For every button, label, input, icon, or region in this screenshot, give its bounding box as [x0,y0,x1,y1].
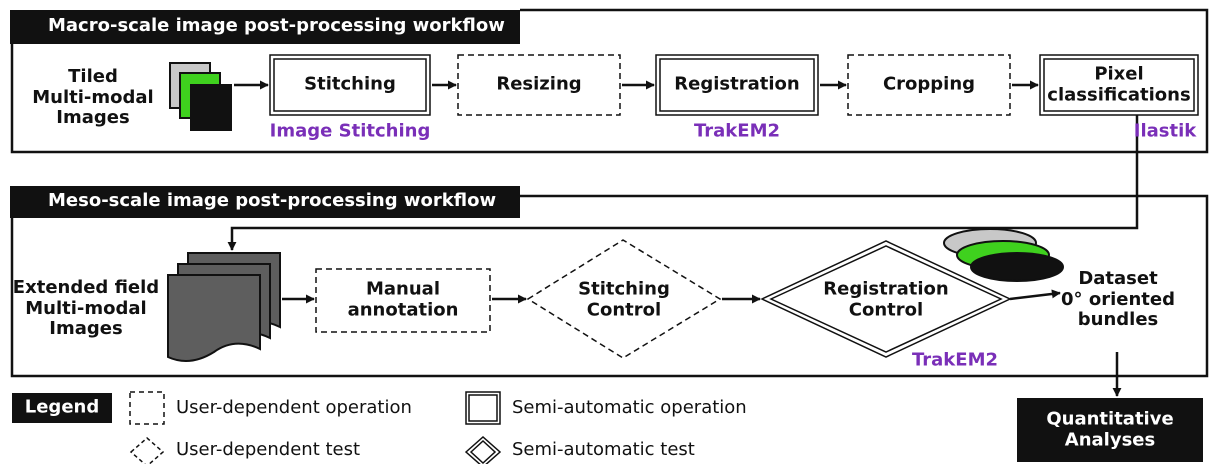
macro-input-label: Tiled Multi-modal Images [32,65,154,129]
step-resizing-label: Resizing [496,73,582,95]
legend-semi-test-icon [464,435,502,464]
legend-user-test-label: User-dependent test [176,439,361,460]
legend-user-op-label: User-dependent operation [176,397,412,418]
legend-title: Legend [24,396,100,418]
quantitative-analyses-box [1017,398,1203,462]
extended-field-images-icon [167,252,281,362]
stitching-control-diamond [526,239,722,359]
macro-section-frame [10,8,1209,154]
step-stitching-control-label: Stitching Control [578,278,670,320]
tool-ilastik: Ilastik [1133,120,1197,142]
section-connector [227,115,1139,251]
manual-annotation-box [315,268,491,333]
resizing-box [457,54,621,116]
tool-trakem2-macro: TrakEM2 [693,120,781,142]
dataset-ellipses-icon [943,228,1064,282]
step-registration-label: Registration [674,73,800,95]
registration-box [655,54,819,116]
legend-user-op-icon [129,391,165,425]
meso-header: Meso-scale image post-processing workflo… [48,190,497,211]
macro-header: Macro-scale image post-processing workfl… [48,15,505,36]
tool-image-stitching: Image Stitching [269,120,431,142]
cropping-box [847,54,1011,116]
legend-user-test-icon [129,437,165,464]
step-pixel-classifications-label: Pixel classifications [1047,63,1191,105]
tiled-images-icon [169,62,232,131]
stitching-box [269,54,431,116]
legend-title-box [12,393,112,423]
step-cropping-label: Cropping [882,73,976,95]
tool-trakem2-meso: TrakEM2 [911,349,999,371]
pixel-classifications-box [1039,54,1199,116]
step-stitching-label: Stitching [304,73,396,95]
meso-input-label: Extended field Multi-modal Images [12,276,160,340]
meso-section-frame [10,186,1209,378]
meso-arrows [282,289,1122,397]
quantitative-analyses-label: Quantitative Analyses [1046,408,1174,450]
step-registration-control-label: Registration Control [823,278,949,320]
legend-semi-test-label: Semi-automatic test [512,439,695,460]
dataset-label: Dataset 0° oriented bundles [1061,267,1175,331]
legend-semi-op-label: Semi-automatic operation [512,397,747,418]
step-manual-annotation-label: Manual annotation [347,278,459,320]
legend-semi-op-icon [465,391,501,425]
